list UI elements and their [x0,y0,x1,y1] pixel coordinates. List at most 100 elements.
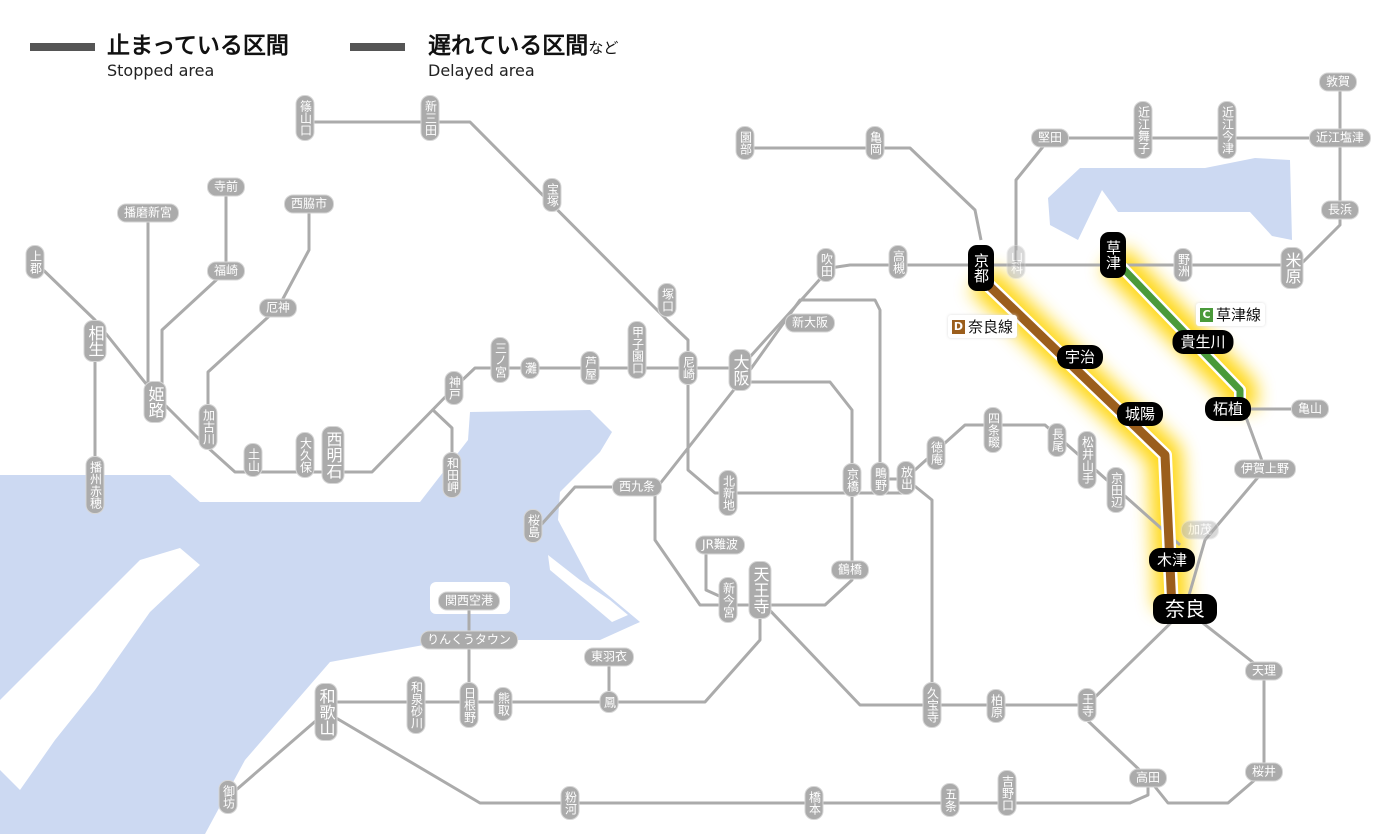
station[interactable]: 灘 [520,357,540,379]
station[interactable]: 野洲 [1173,248,1193,282]
station[interactable]: 甲子園口 [627,321,647,379]
affected-station[interactable]: 京都 [968,245,994,291]
station[interactable]: 和歌山 [314,683,338,741]
station[interactable]: 芦屋 [580,351,600,385]
legend-delayed-en: Delayed area [428,61,535,80]
station[interactable]: 和泉砂川 [406,676,426,734]
station[interactable]: 京田辺 [1106,467,1126,513]
station[interactable]: 久宝寺 [922,682,942,728]
station[interactable]: 亀岡 [865,126,885,160]
station[interactable]: 四条畷 [983,407,1003,453]
station[interactable]: 近江今津 [1217,101,1237,159]
station[interactable]: 長尾 [1047,423,1067,457]
station[interactable]: 福崎 [206,261,246,281]
legend-delayed-suffix: など [588,39,619,57]
affected-station[interactable]: 貴生川 [1172,330,1234,354]
station[interactable]: 西脇市 [283,194,335,214]
station[interactable]: 加古川 [198,404,218,450]
station[interactable]: 上郡 [25,245,45,279]
station[interactable]: 西九条 [611,477,663,497]
station[interactable]: 加茂 [1180,520,1220,540]
station[interactable]: 伊賀上野 [1233,459,1297,479]
affected-station[interactable]: 城陽 [1116,402,1164,426]
awaji-island [0,548,200,790]
line-symbol-d: D [952,319,965,334]
station[interactable]: 寺前 [206,177,246,197]
station[interactable]: 長浜 [1320,200,1360,220]
station[interactable]: 西明石 [321,426,345,484]
station[interactable]: 五条 [940,783,960,817]
station[interactable]: 姫路 [143,381,167,423]
station[interactable]: 近江塩津 [1308,128,1372,148]
station[interactable]: 天理 [1244,661,1284,681]
station[interactable]: 王寺 [1077,688,1097,722]
station[interactable]: 高田 [1128,768,1168,788]
station[interactable]: 吹田 [816,248,836,282]
water [0,158,1292,834]
station[interactable]: 桜島 [523,509,543,543]
station[interactable]: 鳳 [599,691,619,713]
station[interactable]: 新今宮 [718,577,738,623]
station[interactable]: 敦賀 [1318,72,1358,92]
affected-station[interactable]: 草津 [1100,232,1126,278]
station[interactable]: 柏原 [986,689,1006,723]
station[interactable]: 宝塚 [542,178,562,212]
station[interactable]: 天王寺 [748,561,772,619]
station[interactable]: 和田岬 [442,452,462,498]
station[interactable]: 堅田 [1030,128,1070,148]
line-symbol-c: C [1200,307,1213,322]
station[interactable]: 大久保 [295,432,315,478]
station[interactable]: 篠山口 [295,95,315,141]
station[interactable]: 亀山 [1290,399,1330,419]
line-name: 奈良線 [968,318,1014,336]
station[interactable]: りんくうタウン [420,630,518,650]
legend-delayed: 遅れている区間など Delayed area [428,26,618,80]
station[interactable]: 御坊 [218,780,238,814]
station[interactable]: 桜井 [1244,762,1284,782]
station[interactable]: 徳庵 [926,436,946,470]
station[interactable]: 山科 [1006,245,1026,279]
nara-line-label[interactable]: D 奈良線 [948,315,1018,338]
affected-station[interactable]: 柘植 [1204,397,1252,421]
station[interactable]: 東羽衣 [583,647,635,667]
station[interactable]: 新三田 [420,95,440,141]
legend-delayed-jp: 遅れている区間 [428,33,589,59]
station[interactable]: 相生 [83,320,107,362]
affected-station[interactable]: 木津 [1148,548,1196,572]
station[interactable]: 放出 [896,461,916,495]
station[interactable]: 関西空港 [437,591,501,611]
station[interactable]: 熊取 [493,687,513,721]
station[interactable]: 北新地 [718,470,738,516]
station[interactable]: 日根野 [459,682,479,728]
station[interactable]: 土山 [243,443,263,477]
station[interactable]: 鴫野 [870,462,890,496]
station[interactable]: 大阪 [728,349,752,391]
legend-stopped: 止まっている区間 Stopped area [107,26,289,80]
station[interactable]: 園部 [735,126,755,160]
station[interactable]: 近江舞子 [1133,101,1153,159]
station[interactable]: 神戸 [444,371,464,405]
affected-station[interactable]: 宇治 [1056,345,1104,369]
station[interactable]: 厄神 [258,298,298,318]
station[interactable]: 粉河 [560,786,580,820]
station[interactable]: 塚口 [657,283,677,317]
station[interactable]: 米原 [1280,247,1304,289]
station[interactable]: 松井山手 [1077,431,1097,489]
osaka-bay [0,410,640,834]
kusatsu-line-label[interactable]: C 草津線 [1196,303,1266,326]
station[interactable]: 吉野口 [997,770,1017,816]
station[interactable]: 京橋 [842,463,862,497]
station[interactable]: 鶴橋 [830,560,870,580]
station[interactable]: 尼崎 [678,351,698,385]
station[interactable]: 播州赤穂 [85,456,105,514]
lake-biwa [1048,158,1292,240]
station[interactable]: 三ノ宮 [490,337,510,383]
station[interactable]: 高槻 [888,245,908,279]
affected-station[interactable]: 奈良 [1153,594,1217,624]
station[interactable]: 播磨新宮 [116,203,180,223]
station[interactable]: JR難波 [695,535,745,555]
station[interactable]: 新大阪 [784,313,836,333]
legend-stopped-en: Stopped area [107,61,215,80]
line-name: 草津線 [1216,306,1262,324]
station[interactable]: 橋本 [804,786,824,820]
